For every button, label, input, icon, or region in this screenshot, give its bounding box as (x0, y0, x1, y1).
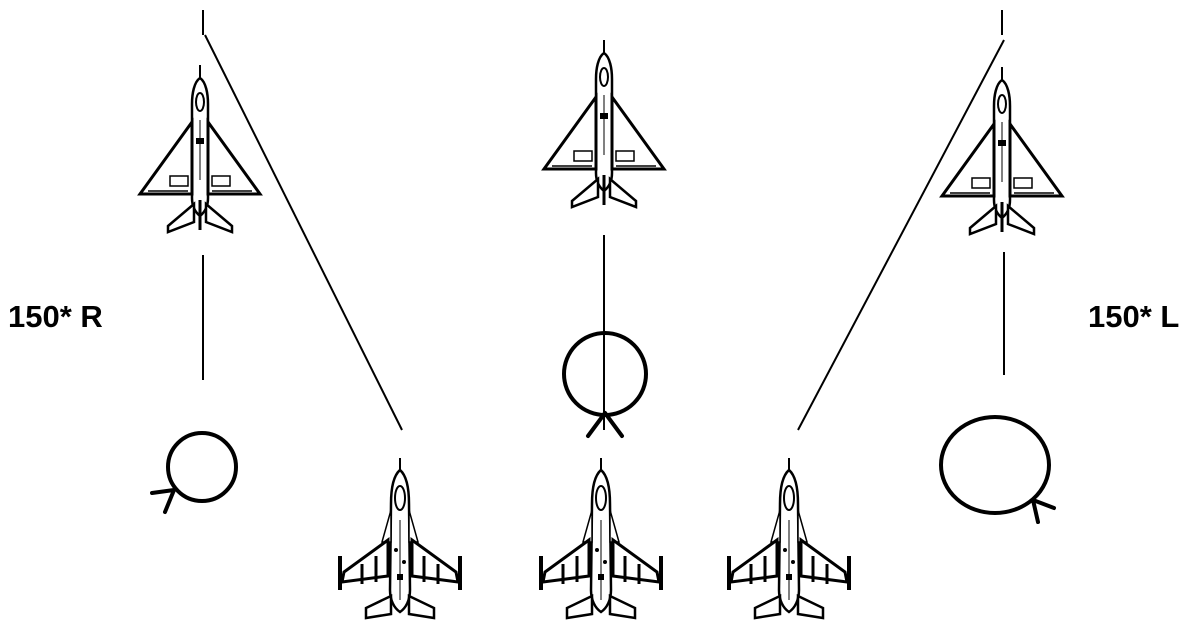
left-attacker-aircraft-icon (340, 458, 460, 618)
right-target-aircraft-icon (942, 67, 1062, 234)
center-target-aircraft-icon (544, 40, 664, 207)
center-attacker-aircraft-icon (541, 458, 661, 618)
right-reticle-icon (941, 417, 1054, 522)
left-target-aircraft-icon (140, 65, 260, 232)
right-attacker-aircraft-icon (729, 458, 849, 618)
left-angle-label: 150* R (8, 299, 103, 334)
left-reticle-icon (152, 433, 236, 512)
right-sight-line (798, 40, 1004, 430)
right-angle-label: 150* L (1088, 299, 1179, 334)
left-sight-line (205, 35, 402, 430)
